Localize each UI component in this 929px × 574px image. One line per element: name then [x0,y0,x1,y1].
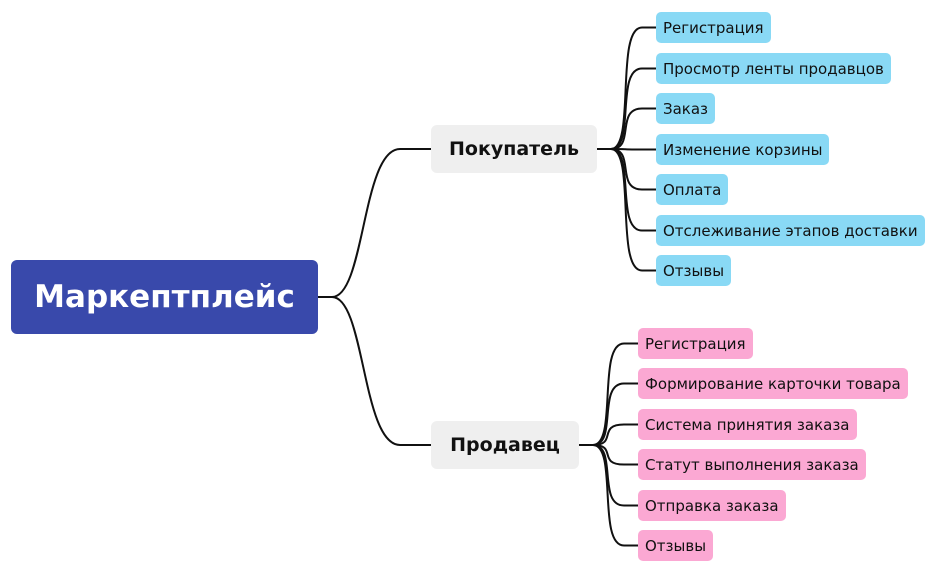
seller-item-reviews[interactable]: Отзывы [638,530,714,561]
buyer-item-reviews[interactable]: Отзывы [656,255,732,286]
leaf-label: Изменение корзины [663,140,823,159]
leaf-label: Отзывы [663,261,725,280]
root-node-label: Маркептплейс [34,279,295,315]
buyer-item-edit-cart[interactable]: Изменение корзины [656,134,830,165]
leaf-label: Оплата [663,180,722,199]
buyer-item-payment[interactable]: Оплата [656,174,729,205]
buyer-connector [610,107,657,150]
seller-item-product-card[interactable]: Формирование карточки товара [638,368,908,399]
leaf-label: Просмотр ленты продавцов [663,59,884,78]
connector-root-seller [331,296,432,446]
leaf-label: Статут выполнения заказа [645,455,859,474]
leaf-label: Система принятия заказа [645,415,850,434]
leaf-label: Заказ [663,99,709,118]
seller-connector [592,423,639,446]
branch-node-seller[interactable]: Продавец [431,421,579,469]
leaf-label: Регистрация [645,334,746,353]
connector-root-buyer [331,148,432,298]
seller-item-order-status[interactable]: Статут выполнения заказа [638,449,866,480]
buyer-connector [610,148,657,272]
seller-connector [592,444,639,507]
seller-connector [592,342,639,446]
buyer-item-order[interactable]: Заказ [656,93,716,124]
branch-node-buyer[interactable]: Покупатель [431,125,597,173]
leaf-label: Отзывы [645,536,707,555]
buyer-item-delivery-tracking[interactable]: Отслеживание этапов доставки [656,215,925,246]
seller-connector [592,382,639,446]
branch-node-label: Продавец [450,434,560,456]
seller-item-order-acceptance[interactable]: Система принятия заказа [638,409,857,440]
leaf-label: Регистрация [663,18,764,37]
seller-connector [592,444,639,466]
buyer-connector [610,26,657,150]
buyer-connector [610,148,657,151]
buyer-connector [610,67,657,150]
branch-node-label: Покупатель [448,138,579,160]
seller-connector [592,444,639,547]
buyer-item-browse-sellers[interactable]: Просмотр ленты продавцов [656,53,891,84]
root-node-marketplace[interactable]: Маркептплейс [11,260,318,334]
seller-item-registration[interactable]: Регистрация [638,328,753,359]
leaf-label: Отправка заказа [645,496,779,515]
leaf-label: Формирование карточки товара [645,374,901,393]
leaf-label: Отслеживание этапов доставки [663,221,918,240]
buyer-item-registration[interactable]: Регистрация [656,12,771,43]
seller-item-shipping[interactable]: Отправка заказа [638,490,786,521]
